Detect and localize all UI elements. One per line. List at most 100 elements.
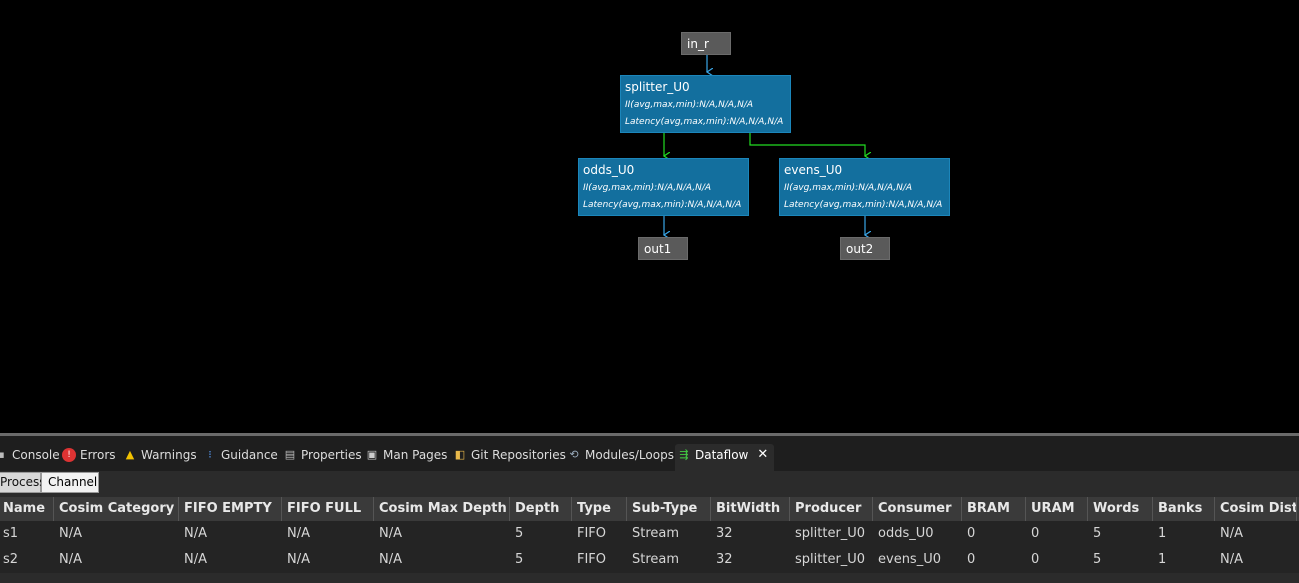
- table-cell-consumer: evens_U0: [878, 552, 941, 567]
- table-cell-name: s1: [3, 526, 19, 541]
- column-header-words[interactable]: Words: [1088, 497, 1153, 521]
- port-in-r[interactable]: in_r: [681, 32, 731, 55]
- table-cell-depth: 5: [515, 552, 524, 567]
- guidance-icon: ⁝: [208, 448, 212, 461]
- process-splitter-name: splitter_U0: [625, 80, 690, 94]
- table-cell-cosim-max-depth: N/A: [379, 526, 402, 541]
- process-odds-ii: II(avg,max,min):N/A,N/A,N/A: [583, 183, 712, 193]
- table-cell-cosim-max-depth: N/A: [379, 552, 402, 567]
- table-cell-type: FIFO: [577, 552, 607, 567]
- modules-loops-icon: ⟲: [569, 448, 579, 461]
- column-header-fifo-full[interactable]: FIFO FULL: [282, 497, 374, 521]
- warnings-icon: ▲: [125, 448, 135, 461]
- table-cell-fifo-empty: N/A: [184, 526, 207, 541]
- man-pages-icon: ▣: [366, 448, 378, 461]
- tab-guidance[interactable]: ⁝ Guidance: [203, 444, 278, 471]
- column-header-bram[interactable]: BRAM: [962, 497, 1026, 521]
- table-cell-sub-type: Stream: [632, 552, 680, 567]
- table-cell-banks: 1: [1158, 526, 1167, 541]
- subtab-process[interactable]: Process: [0, 472, 46, 493]
- table-cell-bram: 0: [967, 552, 976, 567]
- tab-warnings-label: Warnings: [141, 448, 197, 462]
- process-evens-latency: Latency(avg,max,min):N/A,N/A,N/A: [784, 200, 943, 210]
- column-header-fifo-empty[interactable]: FIFO EMPTY: [179, 497, 282, 521]
- tab-git-repositories[interactable]: ◧ Git Repositories: [453, 444, 566, 471]
- tab-errors[interactable]: ! Errors: [62, 444, 116, 471]
- table-cell-fifo-full: N/A: [287, 552, 310, 567]
- tab-man-pages-label: Man Pages: [383, 448, 448, 462]
- column-header-uram[interactable]: URAM: [1026, 497, 1088, 521]
- column-header-type[interactable]: Type: [572, 497, 627, 521]
- column-header-banks[interactable]: Banks: [1153, 497, 1215, 521]
- table-cell-bitwidth: 32: [716, 526, 733, 541]
- table-cell-cosim-distri: N/A: [1220, 552, 1243, 567]
- tab-dataflow[interactable]: ⇶ Dataflow ✕: [675, 444, 775, 471]
- column-header-cosim-distri[interactable]: Cosim Distri: [1215, 497, 1297, 521]
- process-odds-latency: Latency(avg,max,min):N/A,N/A,N/A: [583, 200, 742, 210]
- tab-git-repositories-label: Git Repositories: [471, 448, 566, 462]
- process-evens-name: evens_U0: [784, 163, 843, 177]
- table-cell-words: 5: [1093, 526, 1102, 541]
- table-cell-cosim-category: N/A: [59, 552, 82, 567]
- edge-s2-splitter-to-evens[interactable]: [749, 133, 865, 156]
- process-evens-ii: II(avg,max,min):N/A,N/A,N/A: [784, 183, 913, 193]
- process-odds-name: odds_U0: [583, 163, 635, 177]
- errors-icon: !: [62, 448, 76, 462]
- column-header-name[interactable]: Name: [0, 497, 54, 521]
- console-icon: ▪: [0, 448, 5, 461]
- table-cell-bram: 0: [967, 526, 976, 541]
- port-in-r-label: in_r: [687, 37, 709, 51]
- panel-tab-bar: ▪ Console ! Errors ▲ Warnings ⁝ Guidance…: [0, 436, 1299, 471]
- tab-warnings[interactable]: ▲ Warnings: [123, 444, 197, 471]
- table-cell-banks: 1: [1158, 552, 1167, 567]
- bottom-panel: ▪ Console ! Errors ▲ Warnings ⁝ Guidance…: [0, 436, 1299, 583]
- table-cell-name: s2: [3, 552, 19, 567]
- process-splitter[interactable]: splitter_U0 II(avg,max,min):N/A,N/A,N/A …: [620, 75, 791, 133]
- column-header-bitwidth[interactable]: BitWidth: [711, 497, 790, 521]
- table-cell-cosim-distri: N/A: [1220, 526, 1243, 541]
- tab-modules-loops[interactable]: ⟲ Modules/Loops: [567, 444, 674, 471]
- table-cell-uram: 0: [1031, 552, 1040, 567]
- process-odds[interactable]: odds_U0 II(avg,max,min):N/A,N/A,N/A Late…: [578, 158, 749, 216]
- dataflow-edges: [0, 55, 1299, 433]
- table-cell-bitwidth: 32: [716, 552, 733, 567]
- git-icon: ◧: [454, 448, 466, 461]
- table-cell-fifo-empty: N/A: [184, 552, 207, 567]
- tab-console[interactable]: ▪ Console: [0, 444, 60, 471]
- table-cell-producer: splitter_U0: [795, 526, 866, 541]
- tab-errors-label: Errors: [80, 448, 116, 462]
- port-out1[interactable]: out1: [638, 237, 688, 260]
- dataflow-view-tabs: Process Channel: [0, 471, 1299, 494]
- dataflow-icon: ⇶: [679, 448, 689, 461]
- table-cell-uram: 0: [1031, 526, 1040, 541]
- table-cell-sub-type: Stream: [632, 526, 680, 541]
- tab-properties[interactable]: ▤ Properties: [283, 444, 362, 471]
- column-header-producer[interactable]: Producer: [790, 497, 873, 521]
- table-cell-fifo-full: N/A: [287, 526, 310, 541]
- port-out1-label: out1: [644, 242, 672, 256]
- column-header-cosim-category[interactable]: Cosim Category: [54, 497, 179, 521]
- column-header-sub-type[interactable]: Sub-Type: [627, 497, 711, 521]
- column-header-consumer[interactable]: Consumer: [873, 497, 962, 521]
- table-cell-producer: splitter_U0: [795, 552, 866, 567]
- tab-man-pages[interactable]: ▣ Man Pages: [365, 444, 448, 471]
- tab-modules-loops-label: Modules/Loops: [585, 448, 674, 462]
- close-tab-icon[interactable]: ✕: [757, 447, 769, 462]
- table-cell-depth: 5: [515, 526, 524, 541]
- tab-console-label: Console: [12, 448, 60, 462]
- table-row[interactable]: s2 N/A N/A N/A N/A 5 FIFO Stream 32 splitter_U0 ev…: [0, 547, 1299, 573]
- table-cell-words: 5: [1093, 552, 1102, 567]
- panel-splitter[interactable]: [0, 433, 1299, 436]
- subtab-channel[interactable]: Channel: [41, 472, 99, 493]
- column-header-depth[interactable]: Depth: [510, 497, 572, 521]
- tab-dataflow-label: Dataflow: [695, 448, 749, 462]
- process-evens[interactable]: evens_U0 II(avg,max,min):N/A,N/A,N/A Lat…: [779, 158, 950, 216]
- port-out2[interactable]: out2: [840, 237, 890, 260]
- properties-icon: ▤: [284, 448, 296, 461]
- dataflow-canvas[interactable]: in_r splitter_U0 II(avg,max,min):N/A,N/A…: [0, 0, 1299, 433]
- table-cell-consumer: odds_U0: [878, 526, 934, 541]
- column-header-cosim-max-depth[interactable]: Cosim Max Depth: [374, 497, 510, 521]
- tab-guidance-label: Guidance: [221, 448, 278, 462]
